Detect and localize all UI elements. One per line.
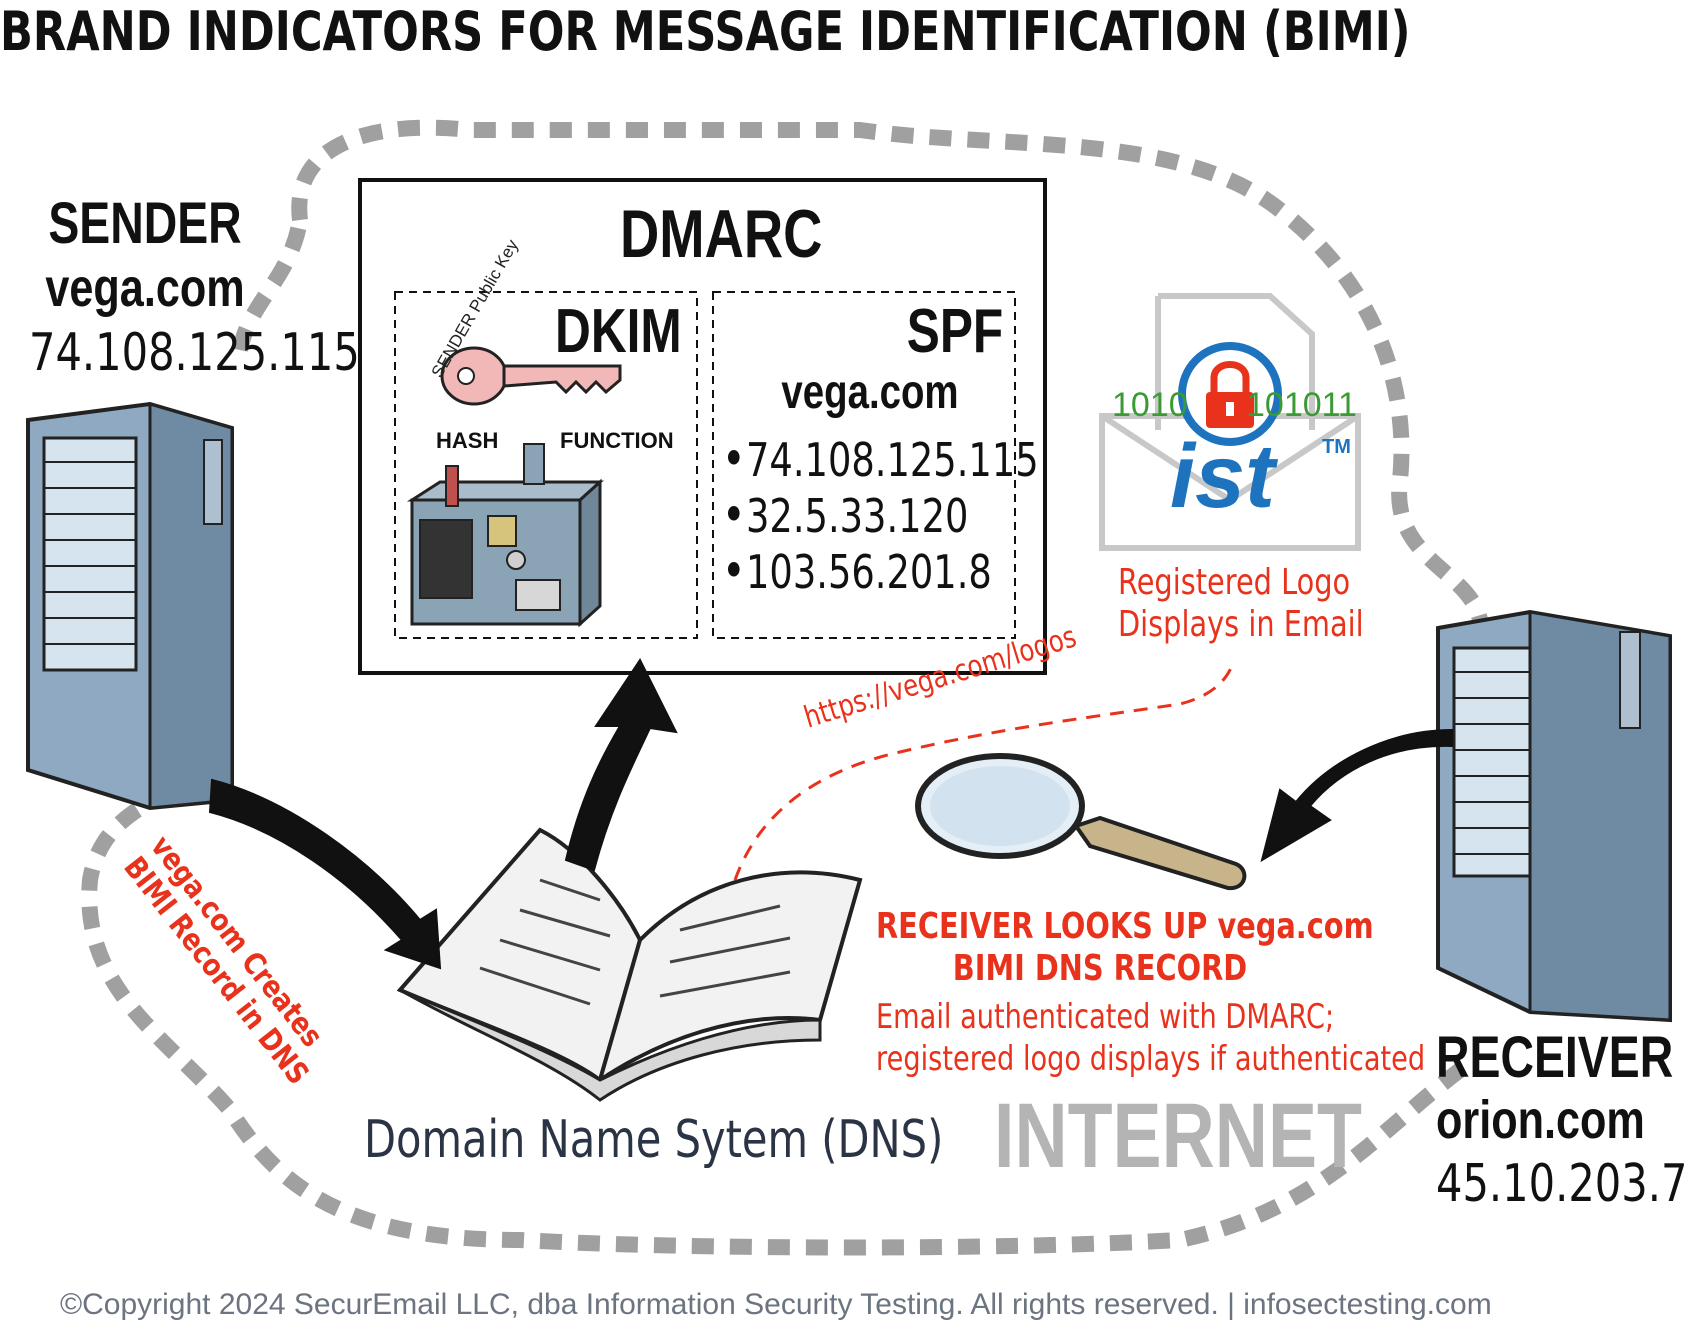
logo-caption-line1: Registered Logo — [1118, 562, 1351, 603]
sender-ip: 74.108.125.115 — [29, 323, 360, 383]
lookup-desc2: registered logo displays if authenticate… — [876, 1039, 1426, 1079]
receiver-domain: orion.com — [1436, 1090, 1645, 1150]
spf-ip-item: 74.108.125.115 — [722, 430, 1039, 487]
sender-label: SENDER — [48, 191, 242, 256]
copyright-footer: ©Copyright 2024 SecurEmail LLC, dba Info… — [60, 1288, 1492, 1321]
dkim-title: DKIM — [555, 297, 682, 366]
logo-caption-line2: Displays in Email — [1118, 604, 1364, 645]
lock-icon — [1178, 342, 1282, 446]
hash-machine-icon — [406, 443, 604, 628]
spf-title: SPF — [906, 297, 1004, 366]
lookup-line1: RECEIVER LOOKS UP vega.com — [876, 906, 1374, 947]
dns-label: Domain Name Sytem (DNS) — [364, 1110, 944, 1170]
spf-box — [712, 291, 1016, 639]
email-envelope-icon — [1099, 293, 1361, 551]
internet-cloud-outline — [81, 119, 1488, 1256]
lookup-description: Email authenticated with DMARC; register… — [876, 996, 1426, 1080]
magnifying-glass-icon — [915, 753, 1247, 891]
dkim-box — [394, 291, 698, 639]
dns-to-dmarc-arrow — [564, 658, 678, 872]
lookup-title: RECEIVER LOOKS UP vega.com BIMI DNS RECO… — [876, 906, 1374, 990]
lookup-desc1: Email authenticated with DMARC; — [876, 997, 1335, 1037]
logo-caption: Registered Logo Displays in Email — [1118, 562, 1364, 646]
receiver-ip: 45.10.203.7 — [1436, 1154, 1687, 1214]
trademark-mark: TM — [1322, 436, 1351, 458]
receiver-server-icon — [1436, 609, 1672, 1023]
binary-right: 101011 — [1246, 386, 1357, 424]
sender-domain: vega.com — [45, 258, 245, 318]
hash-label: HASH — [436, 428, 499, 453]
spf-domain: vega.com — [781, 366, 959, 419]
spf-ip-item: 103.56.201.8 — [722, 542, 1039, 599]
internet-label: INTERNET — [994, 1085, 1362, 1187]
page-title: BRAND INDICATORS FOR MESSAGE IDENTIFICAT… — [0, 0, 1411, 63]
public-key-icon — [440, 346, 622, 406]
receiver-to-lookup-arrow — [1260, 728, 1453, 863]
receiver-label: RECEIVER — [1436, 1025, 1674, 1090]
dmarc-title: DMARC — [620, 196, 823, 272]
function-label: FUNCTION — [560, 428, 674, 453]
spf-ip-list: 74.108.125.115 32.5.33.120 103.56.201.8 — [722, 430, 1118, 599]
ist-logo: ist — [1170, 427, 1276, 527]
lookup-line2: BIMI DNS RECORD — [952, 948, 1248, 989]
dns-book-icon — [396, 827, 863, 1102]
sender-to-dns-arrow — [208, 778, 442, 970]
sender-server-icon — [26, 401, 234, 811]
spf-ip-item: 32.5.33.120 — [722, 486, 1039, 543]
binary-left: 1010 — [1112, 386, 1188, 424]
